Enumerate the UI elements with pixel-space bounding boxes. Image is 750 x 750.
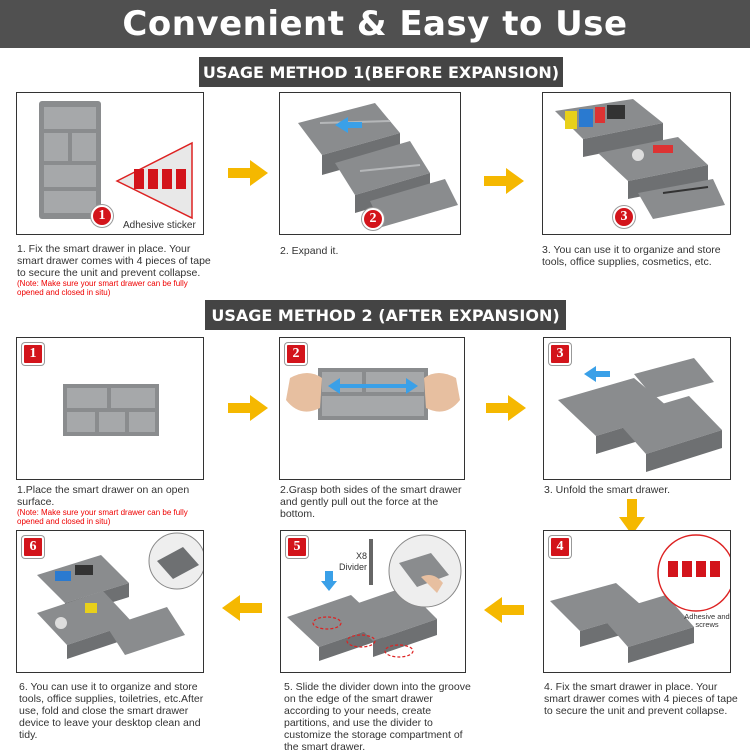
m1-step1-callout: Adhesive sticker <box>123 220 196 231</box>
m1-step3-caption: 3. You can use it to organize and store … <box>542 244 721 268</box>
m2-step4-image <box>550 534 730 663</box>
method1-label: USAGE METHOD 1(BEFORE EXPANSION) <box>199 57 563 87</box>
arrow-left-icon <box>484 597 524 623</box>
m2-step3-badge: 3 <box>549 343 571 365</box>
m2-step2-panel: 2 <box>279 337 465 480</box>
m2-step1-image <box>63 384 159 436</box>
m1-step1-badge: 1 <box>91 205 113 227</box>
m1-step3-panel: 3 <box>542 92 731 235</box>
arrow-right-icon <box>484 168 524 194</box>
m2-step1-badge: 1 <box>22 343 44 365</box>
m1-step1-note: (Note: Make sure your smart drawer can b… <box>17 279 188 297</box>
arrow-right-icon <box>228 395 268 421</box>
m2-step6-badge: 6 <box>22 536 44 558</box>
arrow-left-icon <box>222 595 262 621</box>
m2-step2-badge: 2 <box>285 343 307 365</box>
m2-step6-panel: 6 <box>16 530 204 673</box>
m2-step4-caption: 4. Fix the smart drawer in place. Your s… <box>544 681 738 717</box>
m1-step1-text: 1. Fix the smart drawer in place. Your s… <box>17 243 211 279</box>
m2-step2-image <box>286 368 460 420</box>
m1-step2-badge: 2 <box>362 208 384 230</box>
m2-step3-panel: 3 <box>543 337 731 480</box>
m2-step6-image <box>37 532 203 659</box>
m1-step2-caption: 2. Expand it. <box>280 245 339 257</box>
m1-step1-panel: 1 Adhesive sticker <box>16 92 204 235</box>
m2-step1-note: (Note: Make sure your smart drawer can b… <box>17 508 188 526</box>
m1-step1-image <box>39 101 193 220</box>
m2-step3-caption: 3. Unfold the smart drawer. <box>544 484 671 496</box>
method2-label: USAGE METHOD 2 (AFTER EXPANSION) <box>205 300 566 330</box>
m2-step1-panel: 1 <box>16 337 204 480</box>
m2-step3-image <box>558 358 722 472</box>
page-title: Convenient & Easy to Use <box>122 4 628 44</box>
m2-step5-image <box>287 534 462 661</box>
m1-step2-image <box>298 103 458 227</box>
m1-step3-image <box>555 99 725 219</box>
top-banner: Convenient & Easy to Use <box>0 0 750 48</box>
m2-step5-badge: 5 <box>286 536 308 558</box>
m2-step4-callout: Adhesive and screws <box>684 612 730 629</box>
m2-step2-caption: 2.Grasp both sides of the smart drawer a… <box>280 484 462 520</box>
m2-step1-caption: 1.Place the smart drawer on an open surf… <box>17 484 212 526</box>
m2-step4-panel: 4 Adhesive and screws <box>543 530 731 673</box>
m2-step5-panel: 5 X8 Divider <box>280 530 466 673</box>
m2-step5-callout-count: X8 <box>355 551 367 561</box>
arrow-down-icon <box>619 499 645 535</box>
arrow-right-icon <box>486 395 526 421</box>
m2-step5-caption: 5. Slide the divider down into the groov… <box>284 681 471 750</box>
m2-step4-badge: 4 <box>549 536 571 558</box>
m2-step6-caption: 6. You can use it to organize and store … <box>19 681 204 741</box>
m2-step5-callout: Divider <box>338 562 367 572</box>
arrow-right-icon <box>228 160 268 186</box>
m1-step2-panel: 2 <box>279 92 461 235</box>
m1-step3-badge: 3 <box>613 206 635 228</box>
m2-step1-text: 1.Place the smart drawer on an open surf… <box>17 484 190 508</box>
m1-step1-caption: 1. Fix the smart drawer in place. Your s… <box>17 243 212 297</box>
